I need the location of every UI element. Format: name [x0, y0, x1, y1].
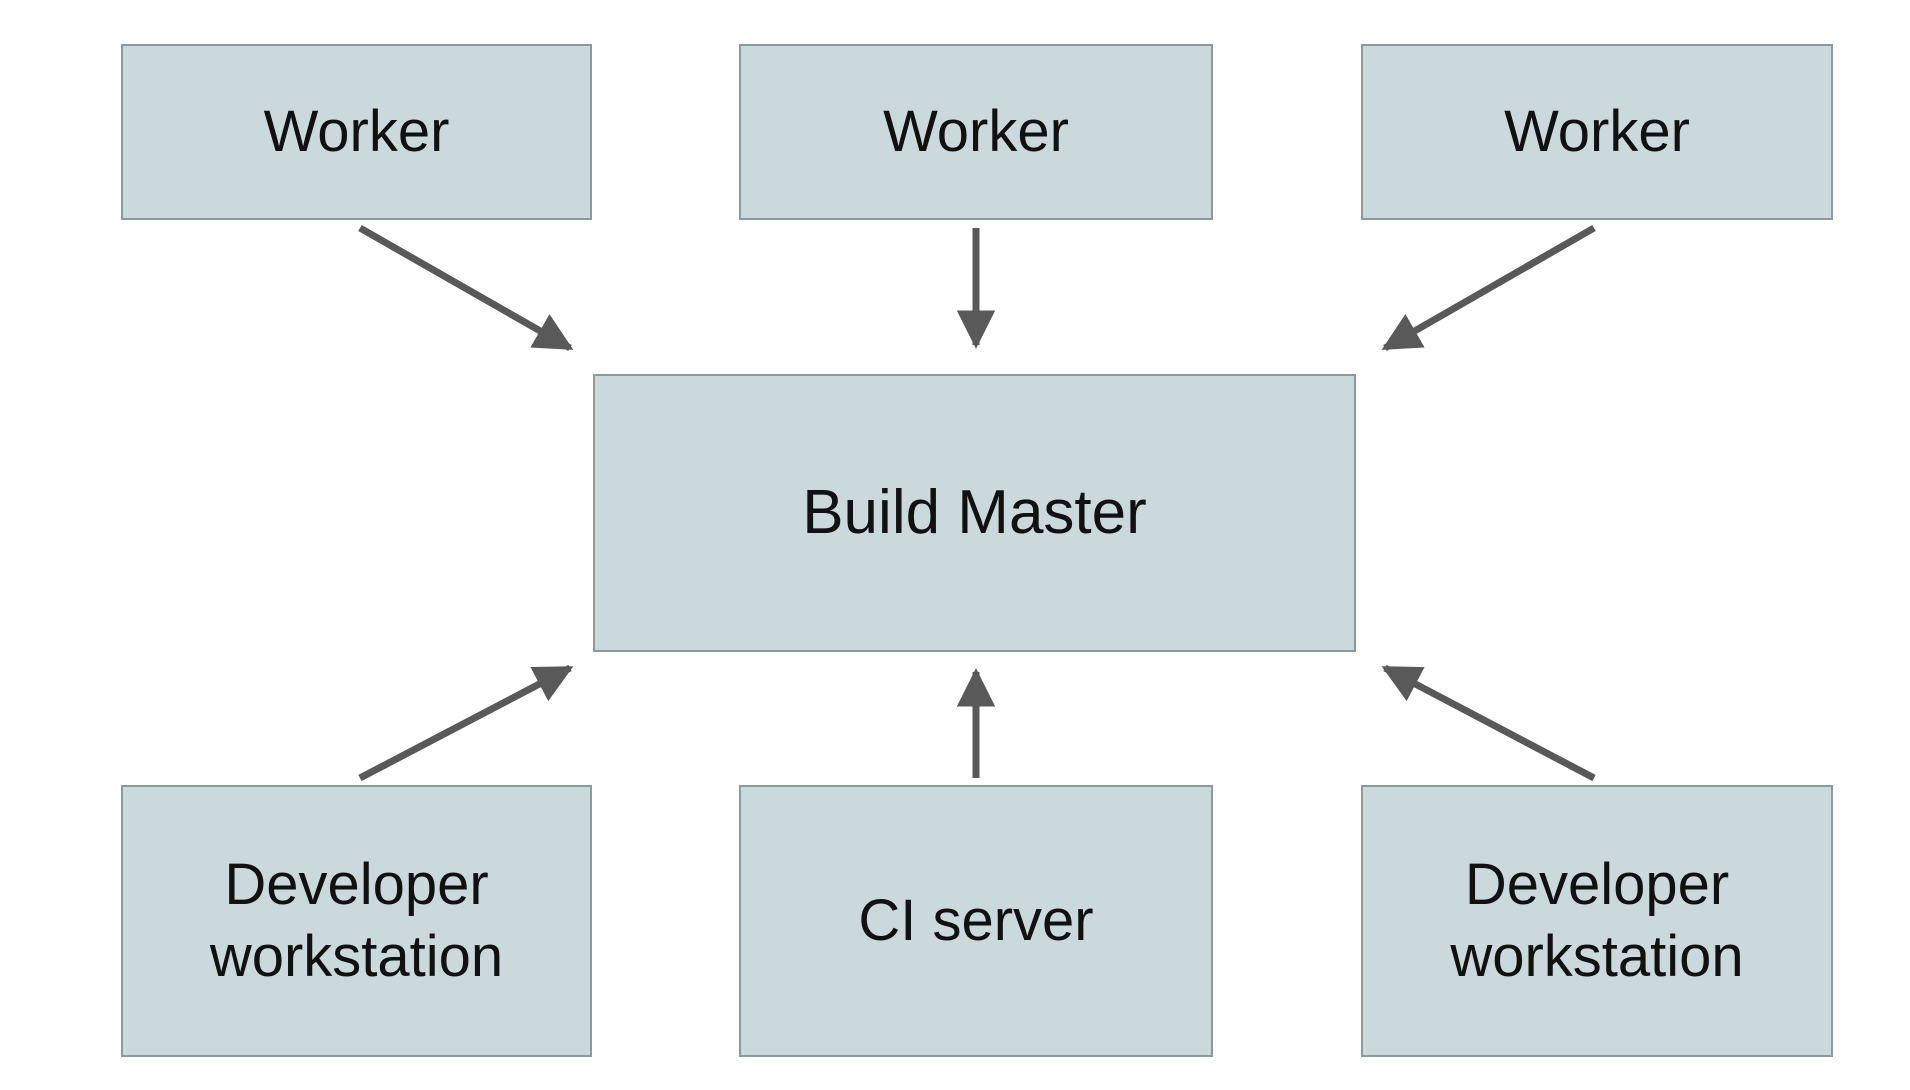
- node-worker-right: Worker: [1361, 44, 1833, 220]
- node-developer-workstation-left-label: Developer workstation: [209, 851, 504, 990]
- node-worker-left-label: Worker: [263, 98, 450, 164]
- node-worker-left: Worker: [121, 44, 592, 220]
- arrow-dev-left-to-build-master: [358, 664, 574, 782]
- node-developer-workstation-right-label: Developer workstation: [1450, 851, 1744, 990]
- node-build-master-label: Build Master: [802, 478, 1147, 548]
- arrow-dev-right-to-build-master: [1381, 664, 1596, 782]
- arrow-worker-left-to-build-master: [358, 224, 574, 352]
- node-build-master: Build Master: [593, 374, 1356, 652]
- node-worker-right-label: Worker: [1504, 98, 1690, 164]
- node-ci-server: CI server: [739, 785, 1213, 1057]
- node-worker-center-label: Worker: [883, 98, 1069, 164]
- node-worker-center: Worker: [739, 44, 1213, 220]
- arrow-worker-right-to-build-master: [1381, 224, 1596, 352]
- node-ci-server-label: CI server: [858, 887, 1094, 953]
- node-developer-workstation-left: Developer workstation: [121, 785, 592, 1057]
- node-developer-workstation-right: Developer workstation: [1361, 785, 1833, 1057]
